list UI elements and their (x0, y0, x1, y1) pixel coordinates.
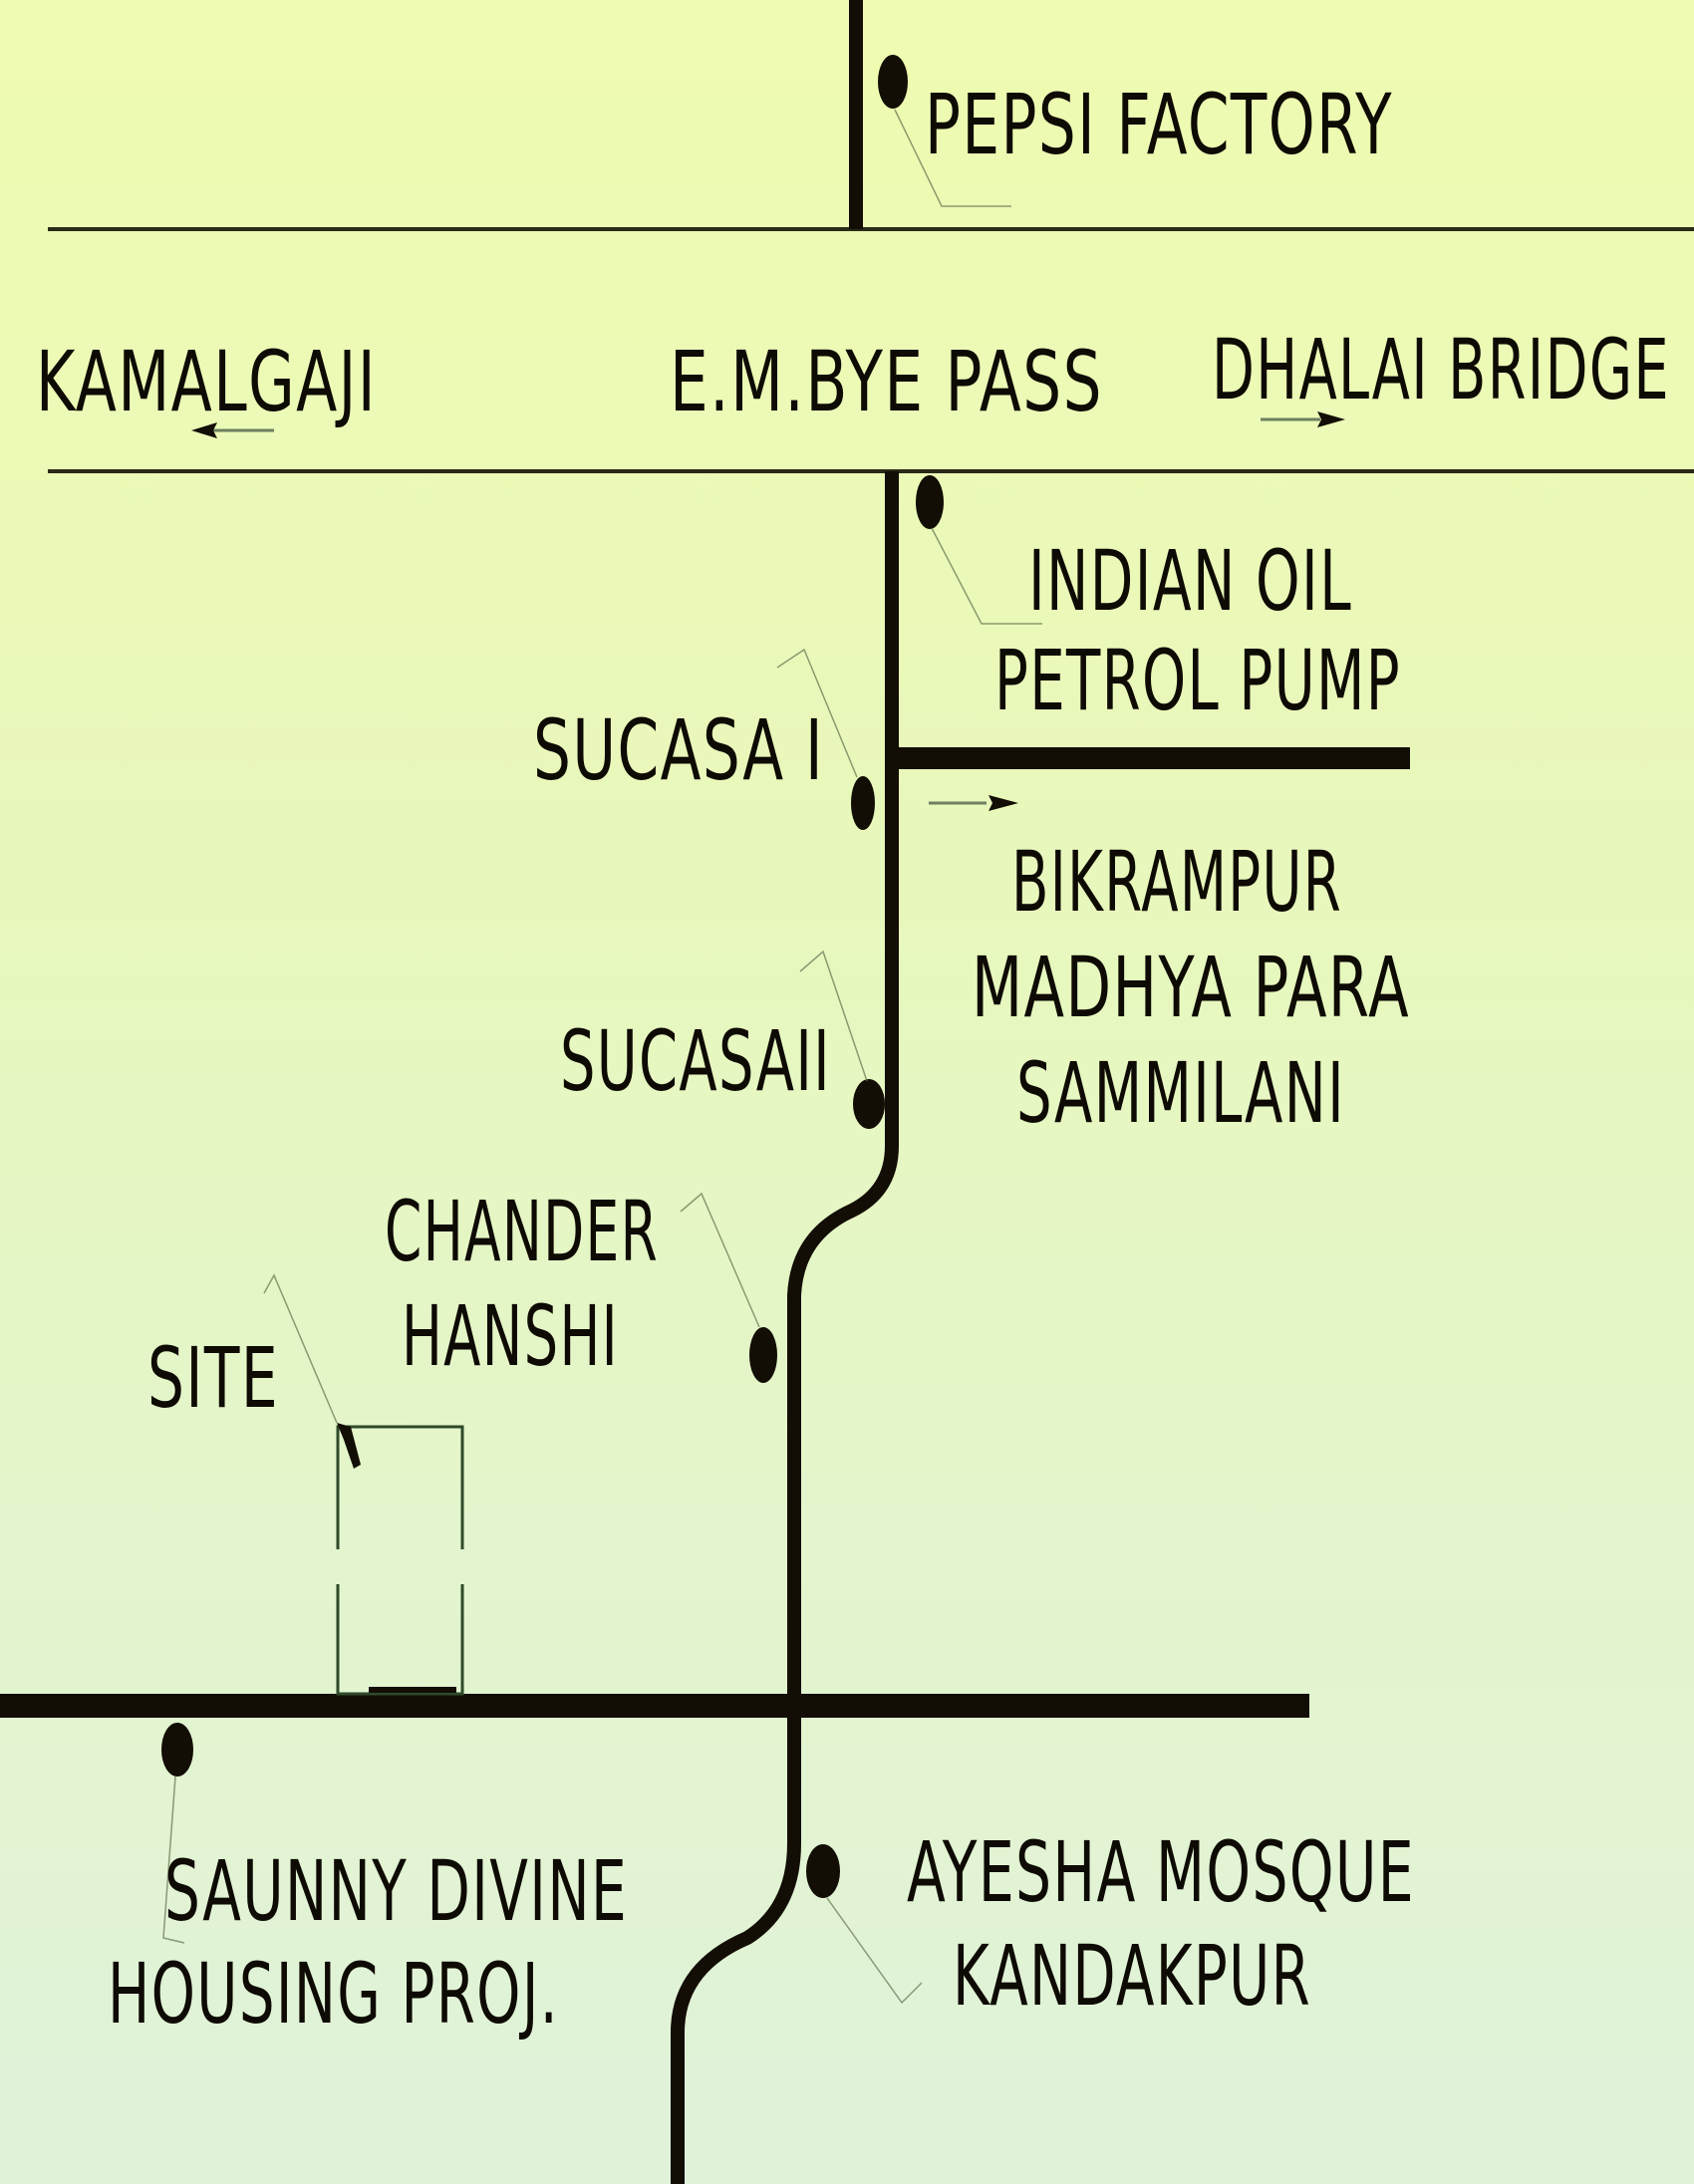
arrow-left-icon (191, 422, 274, 438)
dhalai-bridge-label: DHALAI BRIDGE (1212, 321, 1670, 418)
bikrampur-arrow-right-icon (929, 795, 1018, 811)
saunny-divine-label-line1: SAUNNY DIVINE (164, 1842, 628, 1940)
main-vertical-road (671, 471, 899, 2184)
chander-hanshi-marker-icon (749, 1327, 777, 1383)
ayesha-mosque-marker-icon (806, 1844, 840, 1898)
pepsi-factory-label: PEPSI FACTORY (925, 76, 1393, 173)
site-plot (336, 1423, 464, 1696)
em-bypass-label: E.M.BYE PASS (670, 333, 1103, 430)
saunny-divine-label-line2: HOUSING PROJ. (108, 1945, 559, 2043)
chander-hanshi-label-line2: HANSHI (402, 1287, 619, 1385)
sucasa-1-label: SUCASA I (533, 701, 824, 799)
chander-hanshi-label-line1: CHANDER (385, 1183, 659, 1280)
ayesha-mosque-label-line1: AYESHA MOSQUE (907, 1823, 1415, 1921)
em-bypass-road (48, 227, 1694, 473)
bikrampur-label-line2: MADHYA PARA (972, 939, 1410, 1036)
indian-oil-label-line1: INDIAN OIL (1028, 532, 1352, 630)
sucasa-2-marker-icon (853, 1079, 885, 1129)
leader-lines (162, 109, 1042, 2005)
bikrampur-label-line3: SAMMILANI (1016, 1044, 1345, 1142)
indian-oil-label-line2: PETROL PUMP (994, 632, 1401, 729)
arrow-right-icon (1261, 411, 1345, 427)
indian-oil-marker-icon (916, 475, 944, 529)
bikrampur-label-line1: BIKRAMPUR (1011, 833, 1342, 931)
kamalgaji-label: KAMALGAJI (36, 333, 377, 430)
ayesha-mosque-label-line2: KANDAKPUR (953, 1927, 1311, 2025)
site-pointer-icon (337, 1423, 361, 1469)
sucasa-2-label: SUCASAII (560, 1012, 831, 1110)
saunny-divine-marker-icon (161, 1723, 193, 1776)
pepsi-marker-icon (878, 55, 908, 109)
site-label: SITE (147, 1329, 279, 1427)
sucasa-1-marker-icon (851, 776, 875, 830)
